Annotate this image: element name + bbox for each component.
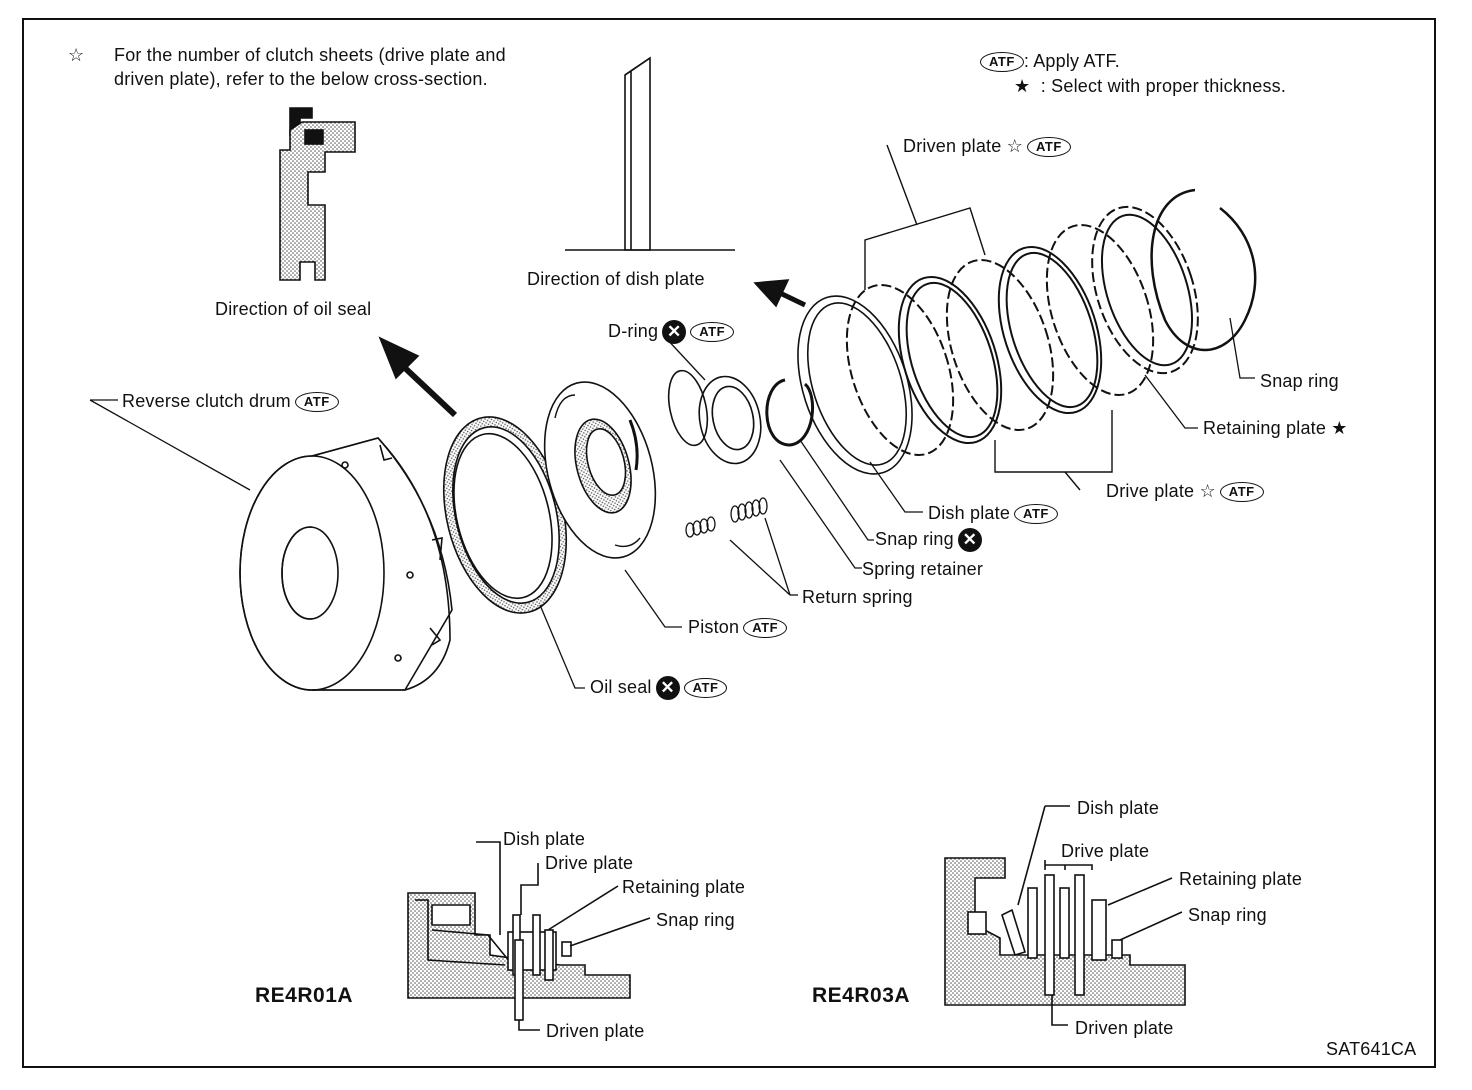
- re4r03a-section: [944, 805, 1186, 1026]
- label-driven-plate: Driven plate ☆ATF: [887, 135, 1071, 158]
- leader-lines: [89, 317, 1255, 689]
- atf-badge-icon: ATF: [294, 392, 339, 413]
- replace-x-icon: ✕: [957, 528, 982, 553]
- re4r01a-driven-plate: Driven plate: [546, 1021, 645, 1041]
- replace-x-icon: ✕: [662, 320, 687, 345]
- reverse-clutch-drum: [239, 437, 453, 691]
- label-spring-retainer: Spring retainer: [862, 559, 984, 579]
- direction-arrows: [378, 279, 807, 418]
- label-snap-ring-outer: Snap ring: [1260, 371, 1339, 391]
- re4r03a-retaining-plate: Retaining plate: [1179, 869, 1303, 889]
- re4r03a-driven-plate: Driven plate: [1075, 1018, 1174, 1038]
- model-re4r03a: RE4R03A: [812, 984, 911, 1007]
- label-retaining-plate: Retaining plate ★: [1203, 418, 1348, 438]
- label-snap-ring-inner: Snap ring✕: [875, 528, 982, 553]
- note-line-2: driven plate), refer to the below cross-…: [114, 69, 488, 89]
- atf-badge-icon: ATF: [690, 322, 735, 343]
- caption-dish-plate-direction: Direction of dish plate: [527, 269, 705, 289]
- atf-badge-icon: ATF: [1219, 482, 1264, 503]
- re4r03a-snap-ring: Snap ring: [1188, 905, 1267, 925]
- hollow-star-icon: ☆: [1006, 136, 1023, 156]
- figure-code: SAT641CA: [1326, 1039, 1417, 1059]
- atf-badge-icon: ATF: [980, 52, 1024, 73]
- piston: [543, 381, 657, 559]
- d-ring-part: [667, 369, 709, 447]
- diagram-frame: [22, 18, 1436, 1068]
- solid-star-icon: ★: [1014, 76, 1031, 96]
- re4r01a-retaining-plate: Retaining plate: [622, 877, 746, 897]
- atf-badge-icon: ATF: [743, 618, 788, 639]
- atf-badge-icon: ATF: [1027, 137, 1071, 158]
- atf-badge-icon: ATF: [1014, 504, 1058, 525]
- legend-atf-text: : Apply ATF.: [1023, 51, 1120, 71]
- re4r01a-section: [407, 841, 651, 1031]
- inner-snap-ring-part: [765, 378, 815, 447]
- re4r01a-dish-plate: Dish plate: [503, 829, 586, 849]
- label-return-spring: Return spring: [802, 587, 913, 607]
- hollow-star-icon: ☆: [1199, 481, 1216, 501]
- group-brackets: [864, 144, 1113, 491]
- label-oil-seal: Oil seal✕ATF: [590, 676, 728, 701]
- model-re4r01a: RE4R01A: [255, 984, 354, 1007]
- atf-badge-icon: ATF: [683, 678, 728, 699]
- label-d-ring: D-ring✕ATF: [608, 320, 735, 345]
- re4r01a-snap-ring: Snap ring: [656, 910, 735, 930]
- oil-seal-ring: [442, 416, 568, 614]
- return-springs-part: [685, 497, 768, 538]
- re4r03a-drive-plate: Drive plate: [1061, 841, 1150, 861]
- legend-atf: ATF: Apply ATF.: [980, 50, 1120, 73]
- caption-oil-seal-direction: Direction of oil seal: [215, 299, 372, 319]
- outer-snap-ring-part: [1150, 188, 1257, 352]
- legend-star-text: : Select with proper thickness.: [1040, 76, 1287, 96]
- oil-seal-detail: [279, 107, 356, 281]
- note-line-1: For the number of clutch sheets (drive p…: [114, 45, 506, 65]
- clutch-plate-stack: [845, 205, 1199, 456]
- label-drive-plate: Drive plate ☆ATF: [1106, 480, 1264, 503]
- spring-retainer-part: [698, 375, 762, 465]
- legend-star: ★ : Select with proper thickness.: [1014, 75, 1286, 97]
- dish-plate-detail: [565, 56, 735, 251]
- re4r03a-dish-plate: Dish plate: [1077, 798, 1160, 818]
- solid-star-icon: ★: [1331, 418, 1348, 438]
- re4r01a-drive-plate: Drive plate: [545, 853, 634, 873]
- note-star-icon: ☆: [68, 45, 85, 65]
- replace-x-icon: ✕: [655, 676, 680, 701]
